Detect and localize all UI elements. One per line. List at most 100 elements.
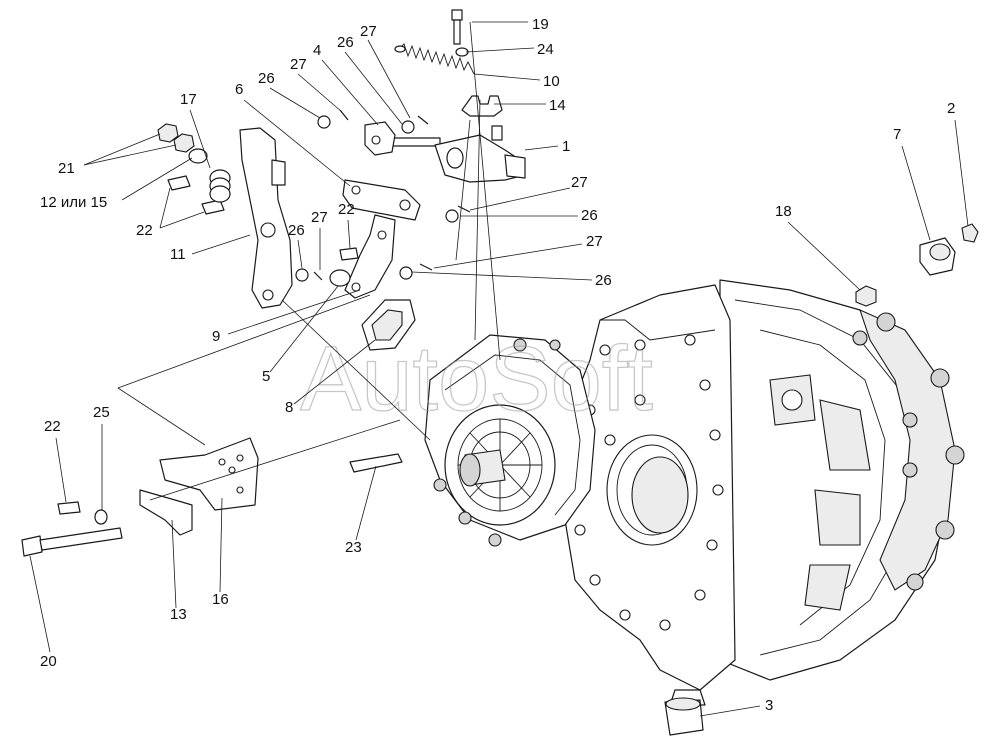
part-19-bolt bbox=[451, 9, 463, 45]
leader-line bbox=[465, 47, 535, 53]
callout-label: 27 bbox=[311, 209, 328, 226]
part-22-pins bbox=[167, 175, 359, 261]
part-3-plug bbox=[664, 697, 704, 736]
leader-line bbox=[121, 157, 193, 201]
part-14-bracket bbox=[461, 95, 503, 117]
leader-line bbox=[699, 705, 761, 717]
leader-line bbox=[29, 555, 51, 653]
callout-label: 2 bbox=[947, 100, 955, 117]
callout-label: 26 bbox=[595, 272, 612, 289]
callout-label: 26 bbox=[337, 34, 354, 51]
leader-line bbox=[787, 221, 861, 291]
leader-line bbox=[227, 289, 361, 335]
construction-line bbox=[469, 21, 501, 361]
callout-label: 8 bbox=[285, 399, 293, 416]
part-7-cap bbox=[919, 237, 956, 276]
callout-label: 23 bbox=[345, 539, 362, 556]
callout-label: 4 bbox=[313, 42, 321, 59]
leader-line bbox=[321, 59, 379, 126]
leader-line bbox=[524, 145, 559, 151]
callout-label: 27 bbox=[586, 233, 603, 250]
callout-label: 6 bbox=[235, 81, 243, 98]
leader-line bbox=[901, 145, 931, 241]
leader-line bbox=[269, 285, 339, 373]
part-22-pin-lower bbox=[57, 501, 81, 515]
callout-label: 14 bbox=[549, 97, 566, 114]
callout-label: 18 bbox=[775, 203, 792, 220]
leader-line bbox=[159, 187, 171, 229]
construction-line bbox=[455, 119, 471, 261]
input-adapter bbox=[424, 334, 596, 547]
part-23-pin bbox=[349, 453, 403, 473]
leader-line bbox=[189, 109, 211, 169]
leader-line bbox=[954, 119, 969, 227]
leader-line bbox=[411, 271, 593, 281]
part-6-lever bbox=[342, 179, 421, 221]
callout-label: 20 bbox=[40, 653, 57, 670]
callout-label: 22 bbox=[44, 418, 61, 435]
callout-label: 27 bbox=[360, 23, 377, 40]
main-housing bbox=[559, 279, 965, 706]
callout-label: 13 bbox=[170, 606, 187, 623]
construction-line bbox=[281, 299, 431, 441]
part-13-bracket bbox=[139, 489, 193, 536]
leader-lines bbox=[29, 21, 969, 717]
callout-label: 5 bbox=[262, 368, 270, 385]
callout-label: 10 bbox=[543, 73, 560, 90]
leader-line bbox=[219, 497, 223, 593]
part-16-plate bbox=[159, 437, 259, 511]
leader-line bbox=[83, 133, 161, 166]
leader-line bbox=[55, 437, 67, 503]
callout-label: 27 bbox=[571, 174, 588, 191]
part-2-plug bbox=[961, 223, 979, 243]
watermark: AutoSoft bbox=[300, 328, 653, 430]
part-18-nut bbox=[855, 285, 877, 307]
callout-label: 27 bbox=[290, 56, 307, 73]
leader-line bbox=[297, 239, 303, 269]
leader-line bbox=[433, 243, 583, 269]
callout-label: 19 bbox=[532, 16, 549, 33]
construction-line bbox=[117, 387, 206, 446]
callout-label: 22 bbox=[136, 222, 153, 239]
part-1-valve-assembly bbox=[364, 121, 526, 183]
construction-line bbox=[117, 294, 371, 389]
leader-line bbox=[191, 234, 251, 255]
callout-label: 26 bbox=[288, 222, 305, 239]
leader-line bbox=[355, 465, 377, 541]
callout-label: 25 bbox=[93, 404, 110, 421]
leader-line bbox=[269, 87, 321, 119]
callout-label: 3 bbox=[765, 697, 773, 714]
part-9-lever bbox=[344, 214, 396, 299]
part-17-spring bbox=[209, 169, 231, 203]
part-20-bolt bbox=[21, 527, 123, 557]
housing-face-holes bbox=[574, 334, 724, 631]
washers-and-split-pins bbox=[295, 109, 471, 282]
callout-label: 22 bbox=[338, 201, 355, 218]
leader-line bbox=[171, 519, 177, 609]
part-12-washer bbox=[188, 148, 208, 164]
callout-label: 12 или 15 bbox=[40, 194, 107, 211]
callout-label: 26 bbox=[258, 70, 275, 87]
leader-line bbox=[243, 99, 351, 187]
end-cover-bolts bbox=[852, 312, 965, 591]
leader-line bbox=[367, 39, 411, 119]
leader-line bbox=[344, 51, 403, 125]
callout-label: 17 bbox=[180, 91, 197, 108]
leader-line bbox=[83, 144, 177, 166]
leader-line bbox=[297, 73, 343, 113]
construction-line bbox=[474, 99, 481, 341]
callout-label: 21 bbox=[58, 160, 75, 177]
callout-label: 1 bbox=[562, 138, 570, 155]
callout-label: 26 bbox=[581, 207, 598, 224]
leader-line bbox=[159, 211, 205, 229]
part-25-washer bbox=[94, 509, 108, 525]
part-21-nuts bbox=[157, 123, 195, 153]
leader-line bbox=[469, 187, 571, 211]
leader-line bbox=[473, 73, 541, 81]
construction-line bbox=[149, 419, 401, 501]
part-11-long-lever bbox=[239, 127, 293, 309]
callout-label: 9 bbox=[212, 328, 220, 345]
